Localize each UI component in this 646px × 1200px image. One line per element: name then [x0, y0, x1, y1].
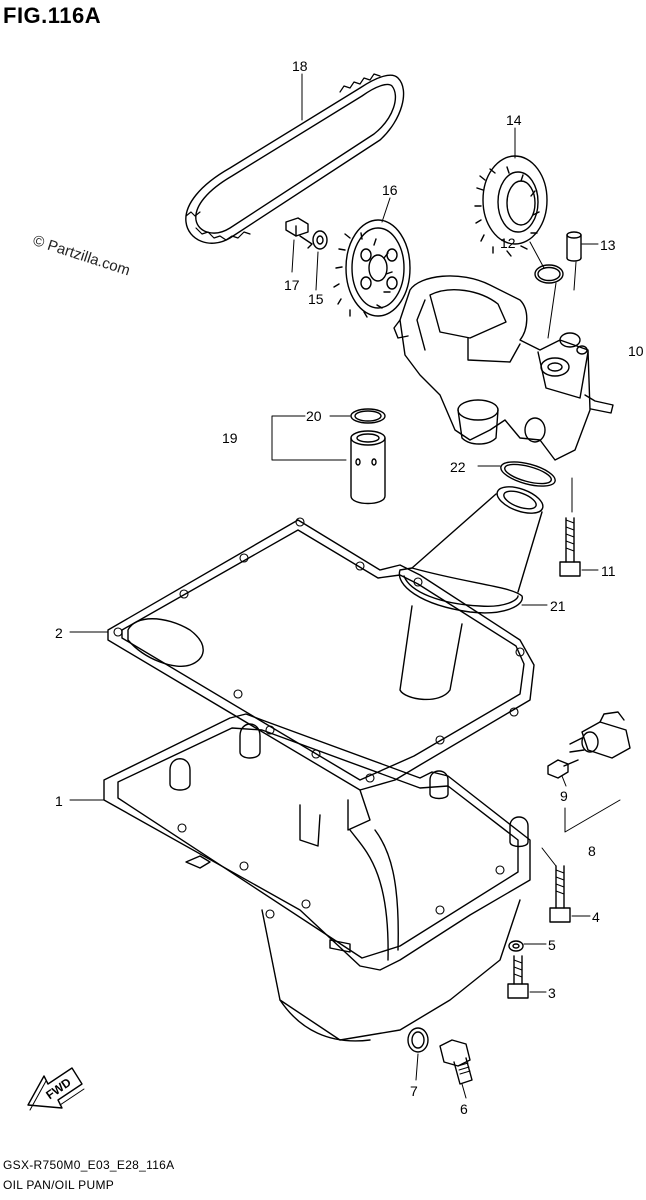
bracket-19 — [271, 415, 347, 461]
oil-pump-assembly — [393, 275, 614, 461]
callout-14: 14 — [506, 112, 522, 128]
bracket-8 — [564, 799, 621, 833]
callout-12: 12 — [500, 235, 516, 251]
figure-subtitle: OIL PAN/OIL PUMP — [3, 1178, 115, 1192]
gear-bolt — [285, 217, 313, 249]
oil-pipe — [350, 430, 386, 505]
callout-22: 22 — [450, 459, 466, 475]
callout-7: 7 — [410, 1083, 418, 1099]
o-ring-20 — [350, 408, 386, 424]
oil-pan-bolt-short — [507, 955, 529, 999]
forward-arrow-icon — [27, 1067, 85, 1111]
o-ring-12 — [534, 264, 564, 284]
callout-5: 5 — [548, 937, 556, 953]
callout-3: 3 — [548, 985, 556, 1001]
o-ring-22 — [500, 461, 556, 487]
callout-11: 11 — [601, 563, 616, 579]
callout-9: 9 — [560, 788, 568, 804]
oil-pump-drive-chain — [185, 73, 405, 244]
callout-21: 21 — [550, 598, 566, 614]
callout-15: 15 — [308, 291, 324, 307]
callout-20: 20 — [306, 408, 322, 424]
switch-bolt — [547, 759, 579, 779]
oil-pressure-switch — [569, 711, 631, 759]
callout-2: 2 — [55, 625, 63, 641]
callout-10: 10 — [628, 343, 644, 359]
oil-strainer — [398, 486, 544, 701]
drain-plug-gasket — [407, 1027, 429, 1053]
pump-mount-bolt — [559, 477, 581, 577]
oil-pan-gasket — [107, 517, 535, 791]
callout-17: 17 — [284, 277, 300, 293]
figure-code: GSX-R750M0_E03_E28_116A — [3, 1158, 175, 1172]
callout-4: 4 — [592, 909, 600, 925]
dowel-pin — [566, 231, 582, 262]
oil-drain-plug — [439, 1039, 473, 1085]
oil-pan — [103, 713, 531, 1042]
callout-6: 6 — [460, 1101, 468, 1117]
callout-13: 13 — [600, 237, 616, 253]
figure-title: FIG.116A — [3, 3, 102, 28]
callout-1: 1 — [55, 793, 63, 809]
callout-8: 8 — [588, 843, 596, 859]
gear-washer — [312, 230, 328, 250]
callout-19: 19 — [222, 430, 238, 446]
callout-18: 18 — [292, 58, 308, 74]
oil-pan-bolt-long — [541, 847, 571, 923]
callout-16: 16 — [382, 182, 398, 198]
oil-pump-driven-gear — [333, 219, 411, 318]
bolt-washer — [508, 940, 524, 952]
